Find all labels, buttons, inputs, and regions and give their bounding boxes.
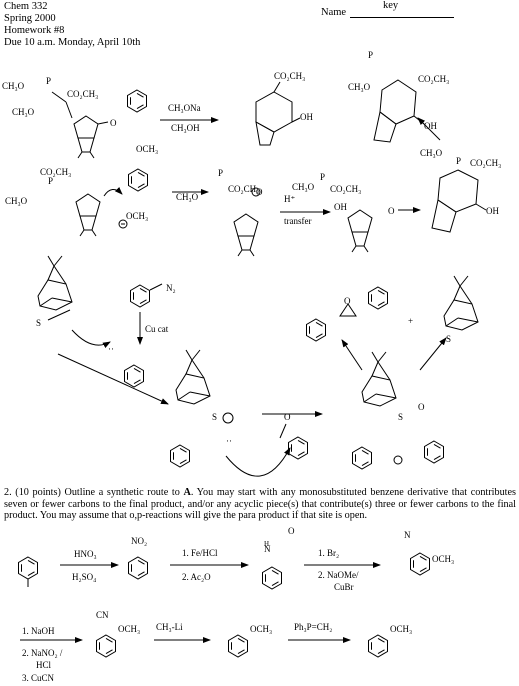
route-row-2: 1. NaOH 2. NaNO₂ / HCl 3. CuCN CN OCH₃ C…	[20, 610, 412, 683]
ch3o-label: CH₃O	[420, 148, 443, 158]
ch3o-label: CH₃O	[2, 81, 25, 91]
reagent-ac2o: 2. Ac₂O	[182, 572, 211, 582]
n2-label: N₂	[166, 283, 176, 293]
o-label: O	[344, 296, 351, 306]
header-block: Chem 332 Spring 2000 Homework #8 Due 10 …	[4, 1, 140, 49]
ylide-intermediate: P CH₃O CO₂CH₃ OH O	[292, 172, 395, 253]
epoxide-product: O	[306, 286, 388, 342]
co2ch3-label: CO₂CH₃	[40, 167, 71, 177]
och3-label: OCH₃	[126, 211, 148, 221]
question-2-text: . You may start with any monosubstituted…	[4, 487, 516, 522]
enolate-intermediate: P CH₃O CO₂CH₃ O	[176, 168, 263, 257]
ch3o-label: CH₃O	[176, 192, 199, 202]
name-underline	[350, 17, 454, 18]
reagent-fe-hcl: 1. Fe/HCl	[182, 548, 218, 558]
no2-label: NO₂	[131, 536, 147, 546]
regenerated-catalyst: S	[443, 275, 479, 344]
och3-label: OCH₃	[390, 624, 412, 634]
ch3o-label: CH₃O	[12, 107, 35, 117]
ch3o-label: CH₃O	[292, 182, 315, 192]
oh-label: OH	[300, 112, 313, 122]
och3-label: OCH₃	[136, 144, 158, 154]
nh-label: N	[264, 544, 271, 554]
question-2: 2. (10 points) Outline a synthetic route…	[4, 487, 516, 522]
cu-cat-label: Cu cat	[145, 324, 169, 334]
s-label: S	[446, 334, 451, 344]
och3-label: OCH₃	[432, 554, 454, 564]
reagent-br2: 1. Br₂	[318, 548, 339, 558]
sulfonium-ylide: S ··	[170, 349, 291, 477]
reagent-hno3: HNO₃	[74, 549, 97, 559]
s-label: S	[398, 412, 403, 422]
s-plus-label: S	[212, 412, 217, 422]
reagent-cubr: CuBr	[334, 582, 354, 592]
reagent-wittig: Ph₃P=CH₂	[294, 622, 332, 632]
benzaldehyde: O	[279, 412, 308, 460]
co2ch3-label: CO₂CH₃	[274, 71, 305, 81]
o-label: O	[288, 526, 295, 536]
phosphonate-bicycle: P CH₃O CO₂CH₃ OH	[348, 50, 449, 143]
diazo-compound: N₂	[130, 283, 176, 308]
oh-label: OH	[334, 202, 347, 212]
target-label: A	[183, 487, 191, 498]
p-label: P	[218, 168, 223, 178]
o-label: O	[110, 118, 117, 128]
p-label: P	[368, 50, 373, 60]
o-label: O	[388, 206, 395, 216]
oh-label: OH	[486, 206, 499, 216]
cyclohexene-product: CO₂CH₃ OH	[255, 71, 313, 146]
co2ch3-label: CO₂CH₃	[67, 89, 98, 99]
s-label: S	[36, 318, 41, 328]
betaine: S O	[352, 351, 444, 470]
cn-label: CN	[96, 610, 109, 620]
co2ch3-label: CO₂CH₃	[330, 184, 361, 194]
phosphonate-sugar-anion: CO₂CH₃ CH₃O P OCH₃	[5, 167, 148, 237]
reagent-nano2: 2. NaNO₂ /	[22, 648, 63, 658]
ch3o-label: CH₃O	[348, 82, 371, 92]
thioacetal-catalyst: S	[36, 255, 111, 349]
reagent-ch3li: CH₃-Li	[156, 622, 183, 632]
co2ch3-label: CO₂CH₃	[418, 74, 449, 84]
homework-line: Homework #8	[4, 25, 65, 36]
co2ch3-label: CO₂CH₃	[470, 158, 501, 168]
o-label: O	[418, 402, 425, 412]
p-label: P	[456, 156, 461, 166]
carbanion: ··	[226, 436, 232, 446]
nh-label: N	[404, 530, 411, 540]
p-label: P	[48, 176, 53, 186]
name-label: Name	[321, 7, 347, 18]
p-label: P	[320, 172, 325, 182]
och3-label: OCH₃	[250, 624, 272, 634]
carbene-aryl	[124, 364, 144, 388]
oh-label: OH	[424, 121, 437, 131]
reagent-ch3ona: CH₃ONa	[168, 103, 201, 113]
plus-sign: +	[408, 316, 413, 326]
o-label: O	[284, 412, 291, 422]
reagent-cucn: 3. CuCN	[22, 673, 55, 683]
och3-label: OCH₃	[118, 624, 140, 634]
reagent-naoh: 1. NaOH	[22, 626, 55, 636]
course-line: Chem 332	[4, 1, 48, 12]
ch3o-label: CH₃O	[5, 196, 28, 206]
key-text: key	[383, 0, 399, 11]
due-line: Due 10 a.m. Monday, April 10th	[4, 37, 141, 48]
phosphonate-sugar-top: CH₃O CH₃O P CO₂CH₃ O OCH₃	[2, 76, 158, 159]
h-label: H	[264, 540, 269, 548]
transfer-label: transfer	[284, 216, 311, 226]
question-2-prefix: 2. (10 points) Outline a synthetic route…	[4, 487, 184, 498]
route-row-1: HNO₃ H₂SO₄ NO₂ 1. Fe/HCl 2. Ac₂O N H O 1…	[18, 526, 454, 592]
reagent-ch3oh: CH₃OH	[171, 123, 200, 133]
co2ch3-label: CO₂CH₃	[228, 184, 259, 194]
reagent-naome: 2. NaOMe/	[318, 570, 359, 580]
lone-pair: ··	[108, 344, 114, 354]
p-label: P	[46, 76, 51, 86]
h-plus-label: H⁺	[284, 194, 295, 204]
reagent-h2so4: H₂SO₄	[72, 572, 96, 582]
reagent-hcl: HCl	[36, 660, 52, 670]
term-line: Spring 2000	[4, 13, 56, 24]
oxaphosphetane: CH₃O P CO₂CH₃ OH	[420, 148, 501, 233]
